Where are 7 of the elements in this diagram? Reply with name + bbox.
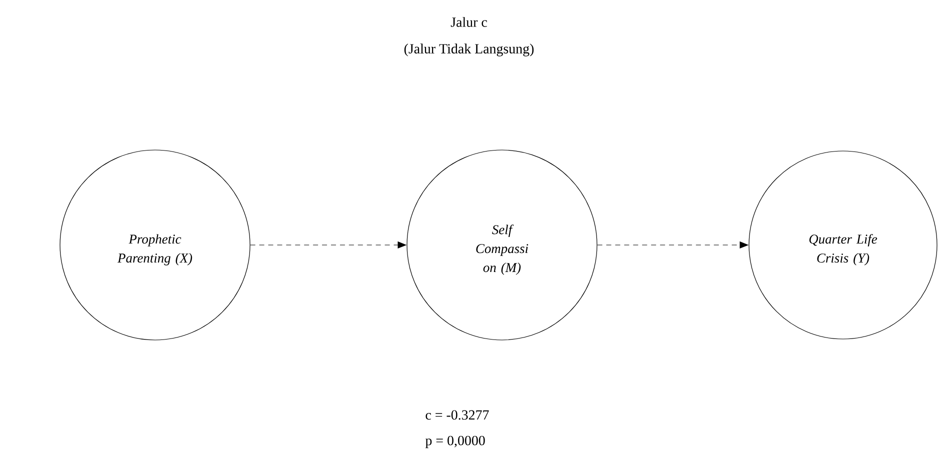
circle-node: Self Compassi on (M) <box>406 150 598 340</box>
circle-node: Quarter Life Crisis (Y) <box>748 150 938 340</box>
title: Jalur c <box>450 17 487 27</box>
statistic-text: c = -0.3277 <box>426 410 489 420</box>
statistic-text: p = 0,0000 <box>425 436 485 448</box>
circle-node: Prophetic Parenting (X) <box>60 150 250 340</box>
subtitle: (Jalur Tidak Langsung) <box>404 44 534 56</box>
